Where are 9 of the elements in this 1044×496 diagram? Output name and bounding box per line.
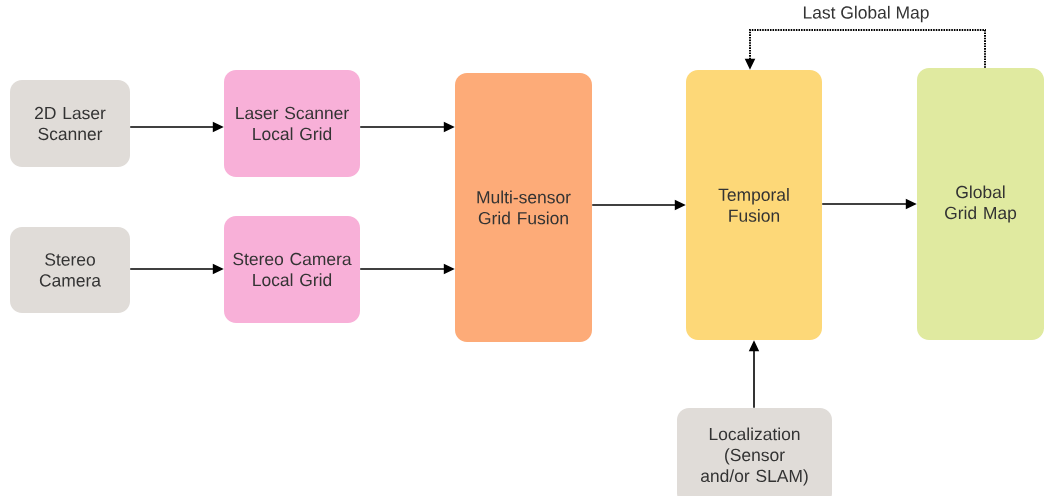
output-box: Global Grid Map (917, 68, 1044, 340)
source-box: 2D Laser Scanner (10, 80, 130, 167)
process-box: Temporal Fusion (686, 70, 822, 340)
process-box: Laser Scanner Local Grid (224, 70, 360, 177)
source-box: Localization (Sensor and/or SLAM) (677, 408, 832, 496)
source-box: Stereo Camera (10, 227, 130, 313)
edge-label: Last Global Map (800, 3, 932, 25)
process-box: Stereo Camera Local Grid (224, 216, 360, 323)
process-box: Multi-sensor Grid Fusion (455, 73, 592, 342)
